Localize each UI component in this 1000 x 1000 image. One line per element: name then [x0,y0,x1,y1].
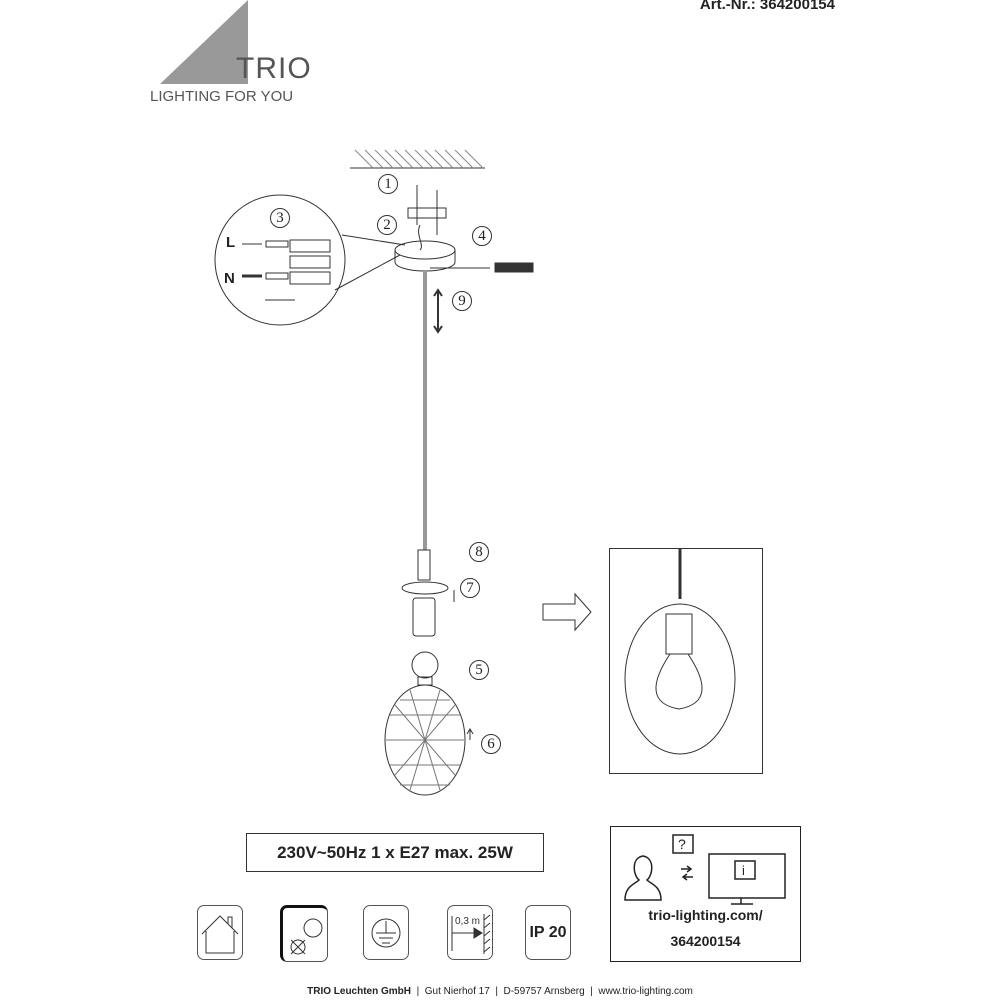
step-8-marker: 8 [469,542,489,562]
no-insulation-cover-icon [280,905,328,962]
electrical-spec: 230V~50Hz 1 x E27 max. 25W [246,833,544,872]
assembled-lamp-preview [609,548,763,774]
indoor-use-house-icon [197,905,243,960]
online-info-box: ? i trio-lighting.com/ 364200154 [610,826,801,962]
wiring-detail-circle [214,194,346,326]
monitor-icon [708,853,786,899]
wire-label-live: L [226,234,236,251]
protective-earth-icon [363,905,409,960]
step-1-marker: 1 [378,174,398,194]
footer-company: TRIO Leuchten GmbH [307,986,412,997]
assembly-diagram [214,149,592,796]
step-9-marker: 9 [452,291,472,311]
footer-street: Gut Nierhof 17 [424,986,490,997]
info-url[interactable]: trio-lighting.com/ [648,907,763,923]
svg-text:i: i [742,863,745,878]
step-2-marker: 2 [377,215,397,235]
step-7-marker: 7 [460,578,480,598]
info-article-code: 364200154 [670,933,741,949]
article-number: Art.-Nr.: 364200154 [699,0,835,13]
footer: TRIO Leuchten GmbH | Gut Nierhof 17 | D-… [307,986,693,997]
person-icon [624,855,662,901]
svg-text:?: ? [678,836,686,852]
brand-name: TRIO [236,52,312,85]
wire-label-neutral: N [224,270,235,287]
brand-tagline: LIGHTING FOR YOU [150,88,294,105]
distance-label: 0,3 m [455,916,480,927]
step-4-marker: 4 [472,226,492,246]
step-3-marker: 3 [270,208,290,228]
ceiling-hatch [350,149,485,169]
footer-website[interactable]: www.trio-lighting.com [598,986,693,997]
ip-rating-badge: IP 20 [525,905,571,960]
step-6-marker: 6 [481,734,501,754]
question-bubble-icon [672,834,694,854]
min-distance-icon: 0,3 m [447,905,493,960]
trio-logo-triangle [160,0,248,84]
footer-city: D-59757 Arnsberg [503,986,585,997]
step-5-marker: 5 [469,660,489,680]
